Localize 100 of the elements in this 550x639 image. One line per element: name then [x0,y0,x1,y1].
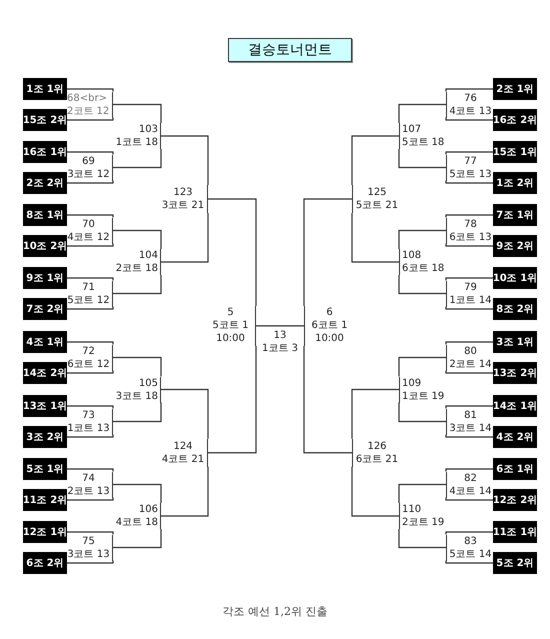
bracket-label [67,218,113,244]
match-number: 77 [463,154,478,168]
match-number: 80 [463,344,478,358]
bracket-line [445,214,493,218]
bracket-line [445,244,493,247]
bracket-line [445,468,493,472]
team-box: 14조 1위 [493,395,537,417]
team-box: 9조 1위 [23,267,67,289]
court-score: 4코트 13 [449,104,492,118]
match-number: 126 [366,440,388,453]
court-score: 6코트 12 [67,358,110,370]
team-box: 6조 2위 [23,552,67,574]
match-number: 71 [81,280,96,294]
team-box: 3조 1위 [493,331,537,353]
team-box: 5조 2위 [493,552,537,574]
court-score: 4코트 14 [449,484,492,498]
court-score: 4코트 21 [161,452,205,466]
bracket-label [67,154,113,180]
bracket-line [113,484,162,503]
bracket-line [161,213,209,263]
match-number: 103 [138,123,158,136]
bracket-line [445,370,493,374]
bracket-line [445,118,493,121]
team-box: 1조 2위 [493,172,537,194]
team-box: 13조 1위 [23,395,67,417]
team-box: 2조 2위 [23,172,67,194]
match-number: 5 [226,306,235,320]
bracket-line [398,356,446,376]
court-score: 5코트 18 [402,136,446,149]
match-number: 110 [402,503,422,516]
team-box: 11조 2위 [23,489,67,511]
bracket-line [280,325,304,326]
bracket-line [113,230,162,249]
team-box: 16조 2위 [493,109,537,131]
bracket-line [67,151,114,154]
court-score: 1코트 13 [67,422,110,434]
bracket-label [67,472,113,498]
bracket-line [67,118,114,121]
bracket-line [113,275,162,294]
court-score: 1코트 3 [261,342,299,355]
bracket-line [398,275,446,294]
match-time: 10:00 [215,332,246,346]
team-box: 8조 1위 [23,204,67,226]
bracket-line [208,346,257,454]
court-score: 5코트 21 [355,199,399,212]
court-score: 6코트 13 [449,230,492,244]
bracket-line [67,244,114,247]
bracket-label [113,503,161,529]
match-number: 78 [463,218,478,230]
bracket-label [446,534,492,560]
team-box: 14조 2위 [23,362,67,384]
bracket-line [445,434,493,438]
bracket-line [67,214,114,218]
title-box: 결승토너먼트 [228,38,352,62]
team-box: 15조 2위 [23,109,67,131]
bracket-line [445,531,493,534]
court-score: 6코트 21 [355,452,399,466]
match-number: 72 [81,344,96,358]
bracket-line [67,306,114,310]
court-score: 3코트 12 [67,168,110,180]
court-score: 6코트 1 [310,319,348,332]
bracket-line [161,388,209,439]
bracket-line [445,560,493,564]
team-box: 12조 2위 [493,489,537,511]
caption: 각조 예선 1,2위 진출 [222,605,328,618]
court-score: 2코트 13 [67,484,110,498]
bracket-label [161,185,208,213]
bracket-line [445,341,493,344]
bracket-line [67,277,114,280]
match-number: 76 [463,92,478,104]
bracket-label [352,438,399,467]
team-box: 4조 2위 [493,426,537,448]
bracket-line [67,405,114,408]
bracket-line [445,180,493,184]
bracket-line [67,531,114,534]
bracket-line [398,402,446,422]
bracket-line [445,498,493,501]
bracket-label [446,218,492,244]
bracket-line [113,356,162,376]
team-box: 8조 2위 [493,298,537,320]
team-box: 10조 2위 [23,235,67,257]
team-box: 7조 1위 [493,204,537,226]
bracket-line [113,402,162,422]
court-score: 5코트 13 [449,168,492,180]
court-score: 3코트 13 [67,548,110,560]
bracket-line [67,434,114,438]
bracket-label [161,438,208,467]
bracket-line [351,213,399,263]
bracket-line [445,88,493,92]
bracket-label [67,344,113,370]
court-score: 2코트 18 [114,262,158,275]
bracket-line [67,341,114,344]
match-number: 69 [81,154,96,168]
match-number: 109 [402,376,422,390]
bracket-label [352,185,399,213]
team-box: 16조 1위 [23,141,67,163]
court-score: 6코트 18 [402,262,446,275]
match-number: 6 [325,306,334,320]
bracket-line [67,88,114,92]
bracket-line [445,151,493,154]
